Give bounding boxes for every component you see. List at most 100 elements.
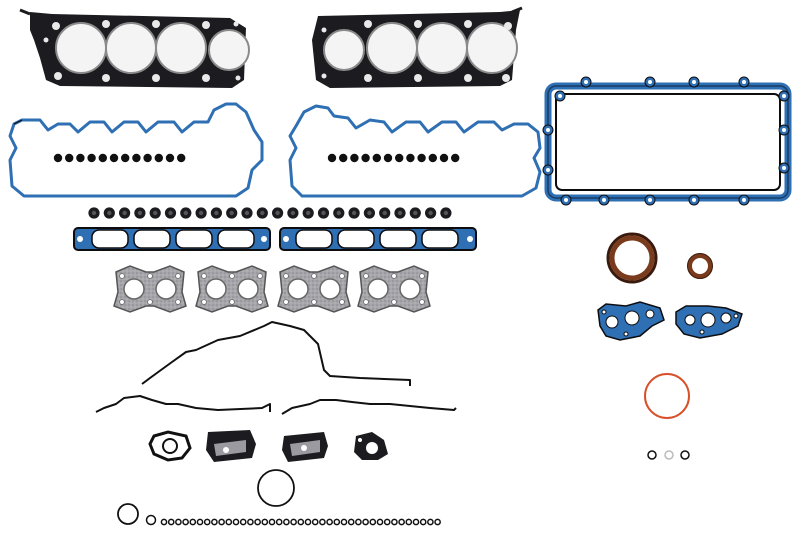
small-o-ring <box>160 518 168 526</box>
spark-plug-tube-seal <box>350 153 359 163</box>
spark-plug-tube-seal <box>177 153 186 163</box>
valve-stem-seal <box>164 207 177 219</box>
small-o-ring <box>218 518 225 526</box>
small-o-ring <box>326 518 333 526</box>
valve-stem-seal <box>425 207 437 219</box>
small-o-rings-right <box>647 450 690 460</box>
valve-stem-seal <box>210 207 222 219</box>
spark-plug-seals-right <box>327 153 460 163</box>
valve-stem-seal <box>149 207 161 219</box>
small-o-ring <box>283 518 290 526</box>
spark-plug-tube-seal <box>383 153 393 163</box>
oil-pump-gasket-left <box>597 301 665 341</box>
spark-plug-tube-seal <box>65 153 74 163</box>
head-gasket-right <box>312 6 523 88</box>
oil-pan-bolt-tab <box>644 194 656 206</box>
injector-o-ring-large <box>117 503 139 525</box>
oil-pan-bolt-tab <box>644 76 656 88</box>
oil-pan-bolt-tab <box>778 90 790 102</box>
small-o-ring <box>254 518 261 526</box>
small-o-ring <box>398 518 405 526</box>
valve-stem-seal <box>180 207 192 219</box>
valve-stem-seal <box>241 207 253 219</box>
valve-stem-seal <box>379 207 391 219</box>
valve-stem-seal <box>348 207 360 219</box>
small-o-ring <box>247 518 254 526</box>
water-pump-gasket-left <box>206 430 256 462</box>
valve-stem-seal <box>226 207 238 219</box>
oil-pan-bolt-tab <box>738 194 750 206</box>
spark-plug-tube-seal <box>76 153 85 163</box>
oil-pickup-o-ring <box>644 373 690 419</box>
small-o-ring <box>261 518 269 526</box>
spark-plug-tube-seal <box>53 153 63 163</box>
valve-stem-seal <box>333 207 345 219</box>
small-o-ring <box>311 518 319 526</box>
small-o-ring <box>290 518 297 526</box>
small-o-ring <box>347 518 355 526</box>
small-o-ring <box>419 518 427 526</box>
exhaust-manifold-gasket <box>357 265 431 313</box>
oil-pan-bolt-tab <box>688 194 700 206</box>
small-o-ring <box>275 518 283 526</box>
small-o-ring <box>203 518 211 526</box>
small-o-ring <box>189 518 197 526</box>
oil-pan-gasket <box>542 76 792 206</box>
valve-stem-seal <box>302 207 314 219</box>
oil-pan-bolt-tab <box>688 76 700 88</box>
intake-manifold-gasket-right <box>279 227 477 251</box>
small-o-ring <box>383 518 391 526</box>
small-o-ring <box>405 518 413 526</box>
spark-plug-tube-seal <box>87 153 96 163</box>
spark-plug-tube-seal <box>98 153 108 163</box>
spark-plug-tube-seal <box>109 153 119 163</box>
valve-stem-seal <box>134 207 146 219</box>
oil-pan-bolt-tab <box>778 124 790 136</box>
exhaust-manifold-gasket <box>113 265 187 313</box>
small-o-ring <box>412 518 420 526</box>
valve-stem-seal <box>394 207 406 219</box>
spark-plug-tube-seal <box>121 153 130 163</box>
small-o-ring <box>167 518 175 526</box>
small-o-ring <box>211 518 218 526</box>
small-o-ring <box>369 518 377 526</box>
valve-stem-seal <box>88 207 100 219</box>
spark-plug-tube-seal <box>395 153 404 163</box>
small-o-ring <box>355 518 362 526</box>
spark-plug-tube-seal <box>165 153 175 163</box>
valve-stem-seal <box>195 207 207 219</box>
valve-stem-seal <box>287 207 299 219</box>
oil-pan-bolt-tab <box>542 124 554 136</box>
spark-plug-tube-seal <box>154 153 163 163</box>
valve-cover-gasket-right <box>288 104 542 198</box>
coolant-outlet-gasket <box>354 432 388 460</box>
spark-plug-tube-seal <box>451 153 460 163</box>
valve-stem-seal <box>256 207 268 219</box>
throttle-body-o-ring <box>257 469 295 507</box>
small-o-ring <box>304 518 312 526</box>
small-o-ring <box>434 518 441 526</box>
valve-stem-seal <box>363 207 375 219</box>
oil-pan-bolt-tab <box>554 90 566 102</box>
spark-plug-tube-seal <box>417 153 426 163</box>
spark-plug-tube-seal <box>428 153 437 163</box>
small-o-ring <box>182 518 189 526</box>
oil-pump-gasket-right <box>675 305 743 339</box>
head-gasket-left <box>19 8 250 88</box>
small-o-rings-row <box>145 514 441 526</box>
exhaust-manifold-gasket <box>195 265 269 313</box>
small-o-ring <box>391 518 398 526</box>
valve-stem-seal <box>103 207 115 219</box>
small-o-ring <box>340 518 348 526</box>
spark-plug-tube-seal <box>372 153 381 163</box>
valve-stem-seal <box>440 207 452 219</box>
valve-stem-seal <box>409 207 421 219</box>
front-crank-seal <box>687 253 713 279</box>
valve-stem-seal <box>272 207 284 219</box>
small-o-ring <box>232 518 240 526</box>
oil-pan-bolt-tab <box>560 194 572 206</box>
small-o-ring <box>175 518 182 526</box>
spark-plug-seals-left <box>53 153 186 163</box>
small-o-ring <box>225 518 233 526</box>
